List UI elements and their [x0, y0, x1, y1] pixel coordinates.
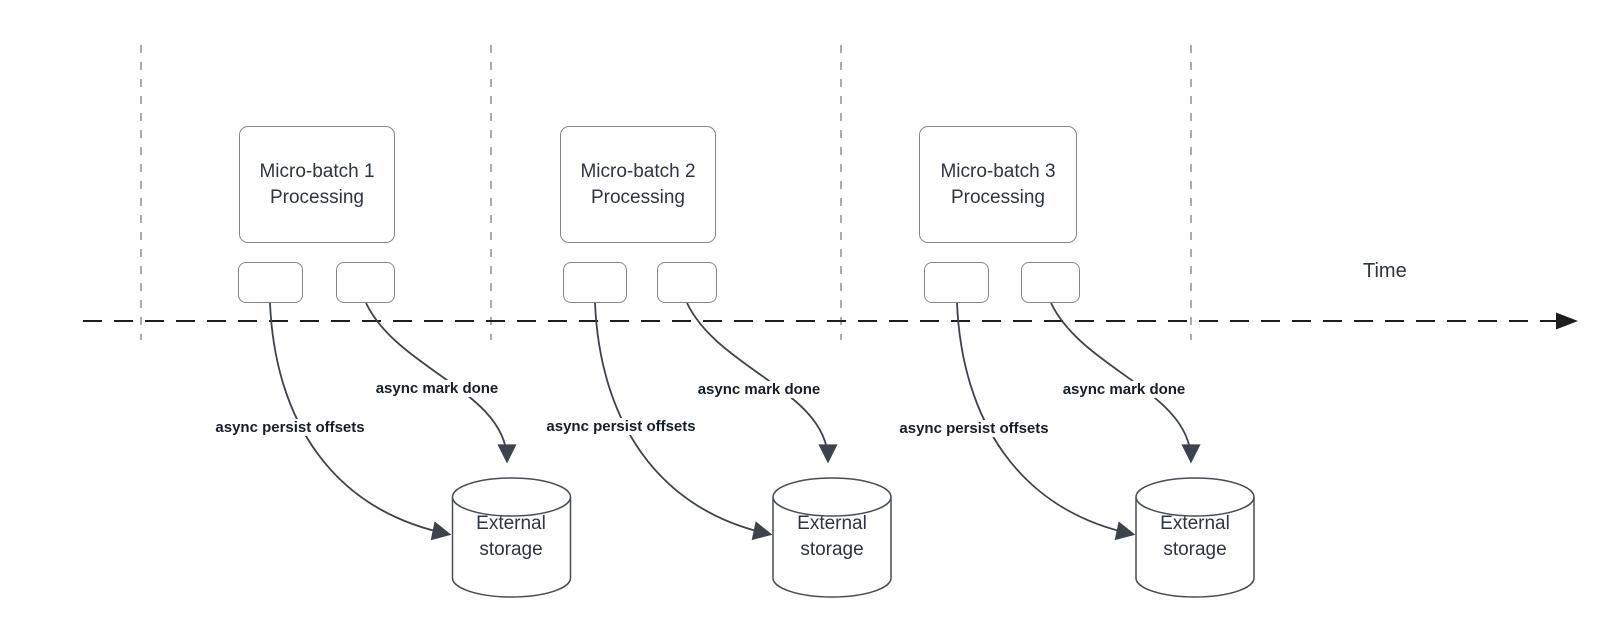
processing-box-label-line1: Micro-batch 3: [940, 160, 1056, 182]
cylinder-top: [1135, 477, 1255, 517]
micro-batch-1-processing-box: Micro-batch 1 Processing: [239, 126, 395, 243]
processing-box-label-line2: Processing: [590, 186, 685, 208]
external-storage-label-line2: storage: [479, 539, 543, 560]
persist-offsets-label-2: async persist offsets: [543, 418, 699, 435]
processing-box-label: Micro-batch 3 Processing: [940, 159, 1055, 211]
mini-box-2-right: [657, 262, 717, 303]
external-storage-label-line1: External: [797, 513, 867, 534]
persist-offsets-arrow-1: [269, 302, 448, 534]
time-axis-arrowhead-icon: [1556, 312, 1578, 330]
cylinder-body: [451, 497, 572, 598]
processing-box-label-line2: Processing: [269, 186, 364, 208]
mini-box-3-left: [924, 262, 989, 303]
mini-box-1-left: [238, 262, 303, 303]
persist-offsets-arrow-3: [956, 302, 1132, 534]
persist-offsets-label-3: async persist offsets: [896, 420, 1052, 437]
processing-box-label-line1: Micro-batch 1: [259, 160, 375, 182]
external-storage-label-3: External storage: [1135, 511, 1255, 563]
external-storage-label-line1: External: [1160, 513, 1230, 534]
cylinder-top: [451, 477, 572, 517]
external-storage-label-2: External storage: [772, 511, 892, 563]
external-storage-cylinder-1: [451, 477, 572, 598]
cylinder-top: [772, 477, 892, 517]
micro-batch-3-processing-box: Micro-batch 3 Processing: [919, 126, 1077, 243]
processing-box-label: Micro-batch 2 Processing: [580, 159, 695, 211]
processing-box-label: Micro-batch 1 Processing: [259, 159, 374, 211]
cylinder-body: [772, 497, 892, 598]
mark-done-label-3: async mark done: [1059, 381, 1189, 398]
micro-batch-2-processing-box: Micro-batch 2 Processing: [560, 126, 716, 243]
persist-offsets-label-1: async persist offsets: [212, 419, 368, 436]
mini-box-3-right: [1021, 262, 1080, 303]
mark-done-label-1: async mark done: [372, 380, 502, 397]
persist-offsets-arrow-2: [594, 302, 769, 534]
processing-box-label-line1: Micro-batch 2: [580, 160, 696, 182]
mini-box-1-right: [336, 262, 395, 303]
external-storage-label-1: External storage: [451, 511, 571, 563]
external-storage-cylinder-2: [772, 477, 892, 598]
external-storage-label-line1: External: [476, 513, 546, 534]
external-storage-label-line2: storage: [1163, 539, 1227, 560]
cylinder-body: [1135, 497, 1255, 598]
mark-done-label-2: async mark done: [694, 381, 824, 398]
mini-box-2-left: [563, 262, 627, 303]
processing-box-label-line2: Processing: [950, 186, 1045, 208]
external-storage-label-line2: storage: [800, 539, 864, 560]
time-axis-label: Time: [1363, 260, 1407, 282]
external-storage-cylinder-3: [1135, 477, 1255, 598]
